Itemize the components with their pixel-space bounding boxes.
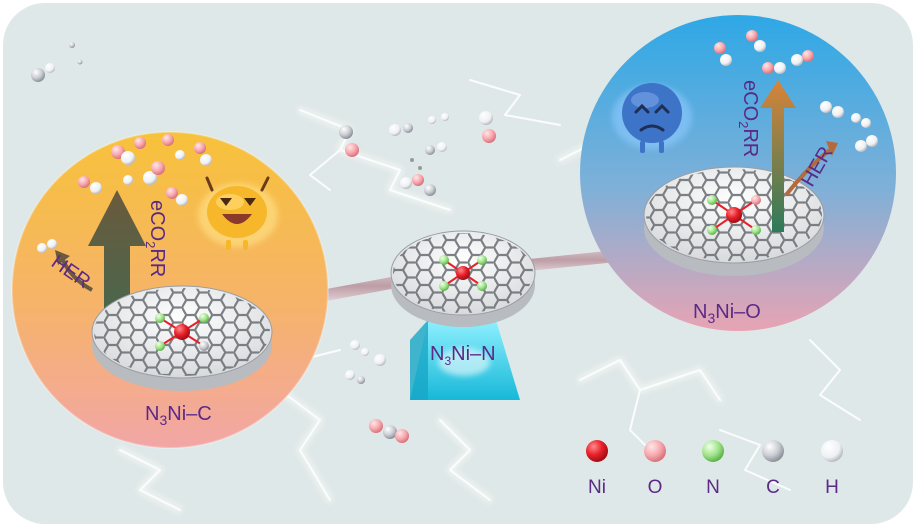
happy-face-icon xyxy=(198,176,278,250)
right-molecules xyxy=(714,30,878,152)
sad-face-icon xyxy=(612,83,692,153)
catalyst-right-sub: 3 xyxy=(707,310,715,326)
legend-label-h: H xyxy=(825,477,839,498)
svg-text:eCO2RR: eCO2RR xyxy=(736,80,761,157)
legend-label-o: O xyxy=(648,477,663,498)
center-catalyst: N3Ni–N xyxy=(390,230,536,400)
legend-item-c: C xyxy=(762,440,784,498)
graphene-disk-center xyxy=(390,230,536,327)
catalyst-center-sub: 3 xyxy=(444,354,451,368)
her-arrow-left xyxy=(60,257,93,292)
catalyst-left-prefix: N xyxy=(145,403,159,425)
catalyst-left-suffix: Ni–C xyxy=(167,403,211,425)
co2rr-label-right: eCO xyxy=(739,80,761,121)
legend-item-o: O xyxy=(644,440,666,498)
svg-text:N3Ni–N: N3Ni–N xyxy=(430,343,496,368)
legend-label-ni: Ni xyxy=(588,477,606,498)
co2rr-label-left-sub: 2 xyxy=(143,241,158,248)
left-molecules xyxy=(37,134,212,253)
left-catalyst-sphere: eCO2RR HER N3Ni–C xyxy=(11,131,329,449)
co2rr-label-right-suffix: RR xyxy=(739,128,761,157)
background-molecules xyxy=(31,42,496,443)
co2rr-label-left-suffix: RR xyxy=(146,248,168,277)
graphene-disk-left xyxy=(91,285,273,391)
legend-item-n: N xyxy=(702,440,724,498)
legend-item-h: H xyxy=(821,440,843,498)
catalyst-center-prefix: N xyxy=(430,343,444,365)
her-arrow-right xyxy=(784,148,832,197)
co2rr-arrow-left xyxy=(88,190,146,360)
catalyst-right-prefix: N xyxy=(693,301,707,323)
svg-text:N3Ni–C: N3Ni–C xyxy=(145,403,212,428)
co2rr-label-right-sub: 2 xyxy=(736,121,751,128)
co2rr-label-left: eCO xyxy=(146,200,168,241)
right-catalyst-sphere: eCO2RR HER N3Ni–O xyxy=(580,15,896,331)
legend-item-ni: Ni xyxy=(586,440,608,498)
svg-text:eCO2RR: eCO2RR xyxy=(143,200,168,277)
legend-label-c: C xyxy=(766,477,780,498)
legend-label-n: N xyxy=(706,477,720,498)
catalyst-left-sub: 3 xyxy=(159,412,167,428)
svg-text:N3Ni–O: N3Ni–O xyxy=(693,301,761,326)
co2rr-arrow-right xyxy=(760,80,796,232)
catalyst-center-suffix: Ni–N xyxy=(451,343,495,365)
atom-legend: Ni O N C H xyxy=(586,440,843,498)
catalyst-right-suffix: Ni–O xyxy=(715,301,761,323)
